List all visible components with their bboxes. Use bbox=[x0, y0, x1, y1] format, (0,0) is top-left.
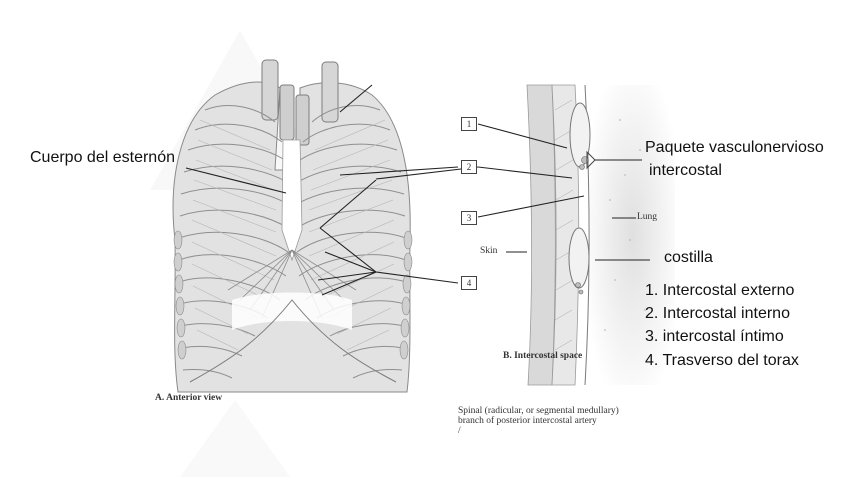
sternum-body-label: Cuerpo del esternón bbox=[30, 149, 175, 167]
spinal-caption-line1: Spinal (radicular, or segmental medullar… bbox=[458, 406, 619, 416]
lung-label: Lung bbox=[637, 212, 657, 222]
legend-item-3: 3. intercostal íntimo bbox=[645, 328, 784, 346]
neurovascular-label-line2: intercostal bbox=[649, 162, 722, 180]
thorax-anterior-view bbox=[173, 60, 412, 392]
neurovascular-label-line1: Paquete vasculonervioso bbox=[645, 139, 824, 157]
number-box-4: 4 bbox=[461, 276, 477, 290]
spinal-caption-line2: branch of posterior intercostal artery bbox=[458, 416, 597, 426]
anterior-view-caption: A. Anterior view bbox=[155, 393, 222, 403]
rib-label: costilla bbox=[664, 249, 713, 267]
skin-label: Skin bbox=[480, 246, 497, 256]
legend-item-1: 1. Intercostal externo bbox=[645, 282, 794, 300]
spinal-caption-line3: / bbox=[458, 426, 461, 436]
legend-item-2: 2. Intercostal interno bbox=[645, 305, 790, 323]
legend-item-4: 4. Trasverso del torax bbox=[645, 352, 799, 370]
number-box-3: 3 bbox=[461, 211, 477, 225]
number-box-2: 2 bbox=[461, 160, 477, 174]
number-box-1: 1 bbox=[461, 117, 477, 131]
intercostal-space-caption: B. Intercostal space bbox=[503, 351, 582, 361]
